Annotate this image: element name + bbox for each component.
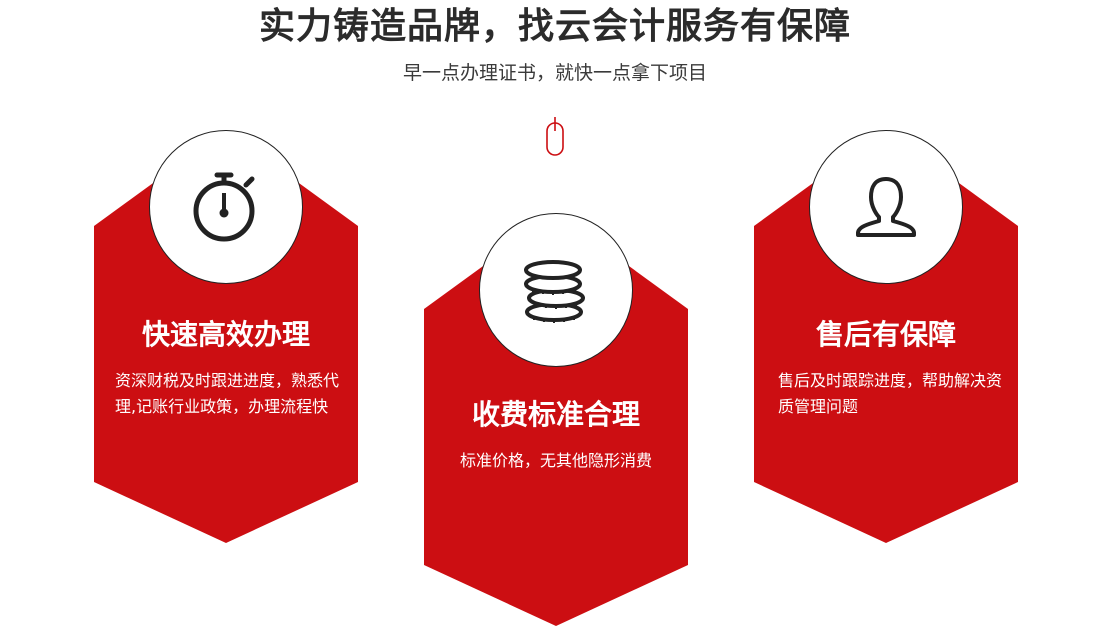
icon-circle	[809, 130, 963, 284]
card-title: 收费标准合理	[471, 398, 640, 431]
card-description: 资深财税及时跟进进度，熟悉代理,记账行业政策，办理流程快	[115, 371, 340, 416]
icon-circle	[149, 130, 303, 284]
feature-card-aftersales: 售后有保障 售后及时跟踪进度，帮助解决资质管理问题	[754, 130, 1018, 543]
user-icon	[856, 177, 916, 237]
page-title: 实力铸造品牌，找云会计服务有保障	[258, 6, 851, 47]
feature-card-fee: 收费标准合理 标准价格，无其他隐形消费	[424, 213, 688, 626]
icon-circle	[479, 213, 633, 367]
scroll-mouse-icon	[546, 117, 564, 156]
card-title: 快速高效办理	[141, 318, 310, 351]
card-description: 售后及时跟踪进度，帮助解决资质管理问题	[778, 371, 1003, 416]
page-subtitle: 早一点办理证书，就快一点拿下项目	[402, 62, 707, 84]
stopwatch-icon	[193, 172, 255, 242]
coins-icon	[524, 260, 585, 323]
card-description: 标准价格，无其他隐形消费	[459, 451, 652, 470]
card-title: 售后有保障	[815, 318, 956, 351]
feature-card-fast: 快速高效办理 资深财税及时跟进进度，熟悉代理,记账行业政策，办理流程快	[94, 130, 358, 543]
